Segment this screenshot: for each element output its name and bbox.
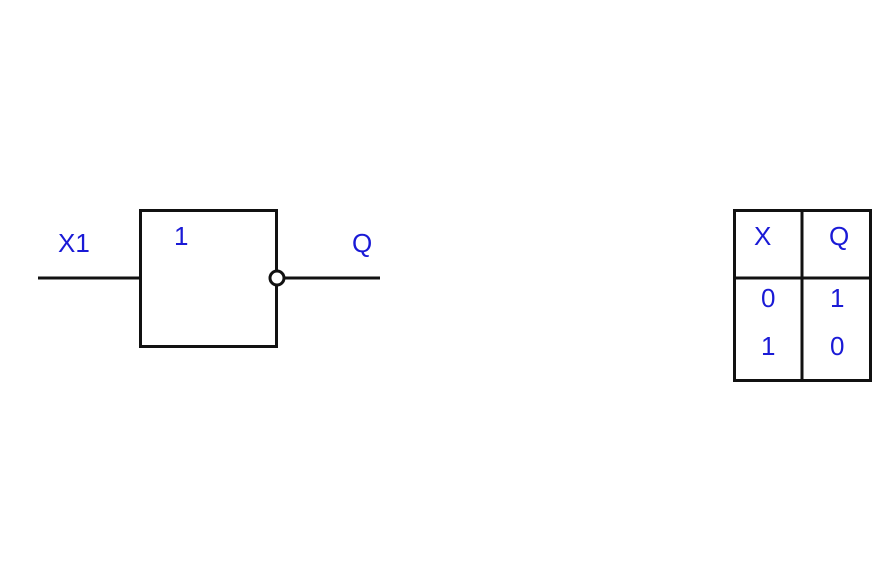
truth-table-header-x: X (754, 221, 772, 251)
gate-body (139, 209, 278, 348)
gate-symbol: 1 (174, 221, 189, 251)
truth-table-header-q: Q (829, 221, 850, 251)
inversion-bubble (268, 269, 286, 287)
truth-table-cell: 0 (830, 331, 845, 361)
input-label: X1 (58, 228, 90, 258)
truth-table-cell: 1 (761, 331, 776, 361)
output-label: Q (352, 228, 373, 258)
truth-table-cell: 0 (761, 283, 776, 313)
truth-table-cell: 1 (830, 283, 845, 313)
truth-table-grid (733, 209, 872, 382)
